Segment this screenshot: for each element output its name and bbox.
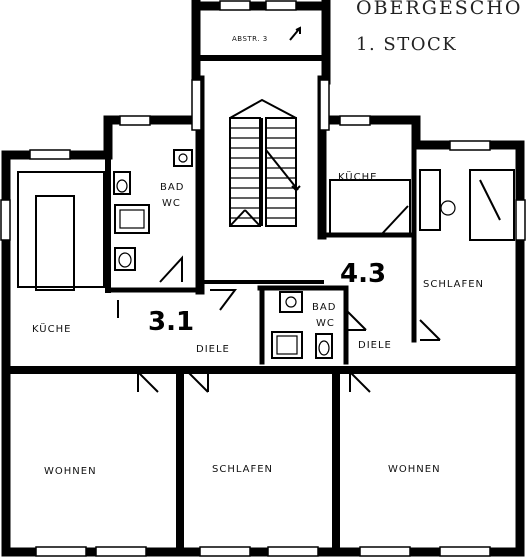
- label-wohnen-3: WOHNEN: [388, 464, 441, 475]
- label-bad-3: BAD: [312, 302, 336, 313]
- label-wc-3: WC: [316, 318, 335, 329]
- unit-number-1: 3.1: [148, 307, 194, 337]
- label-schlafen-1: SCHLAFEN: [212, 464, 273, 475]
- label-diele-1: DIELE: [196, 344, 230, 355]
- kitchen-fixtures: [17, 169, 515, 291]
- level-heading: 1. STOCK: [356, 34, 457, 55]
- bath-fixtures-right: [271, 291, 333, 359]
- label-wohnen-1: WOHNEN: [44, 466, 97, 477]
- doors: [117, 289, 441, 393]
- label-kueche-3: KÜCHE: [338, 170, 377, 183]
- label-abstellraum: ABSTR. 3: [232, 35, 268, 43]
- label-bad-1: BAD: [160, 182, 184, 193]
- interior-walls: [2, 55, 524, 556]
- floor-heading: OBERGESCHO: [356, 0, 522, 19]
- label-kueche-1: KÜCHE: [32, 322, 71, 335]
- staircase: [229, 26, 301, 227]
- label-wc-1: WC: [162, 198, 181, 209]
- label-diele-3: DIELE: [358, 340, 392, 351]
- unit-number-3: 4.3: [340, 259, 386, 289]
- label-schlafen-3: SCHLAFEN: [423, 279, 484, 290]
- bath-fixtures-left: [113, 149, 193, 283]
